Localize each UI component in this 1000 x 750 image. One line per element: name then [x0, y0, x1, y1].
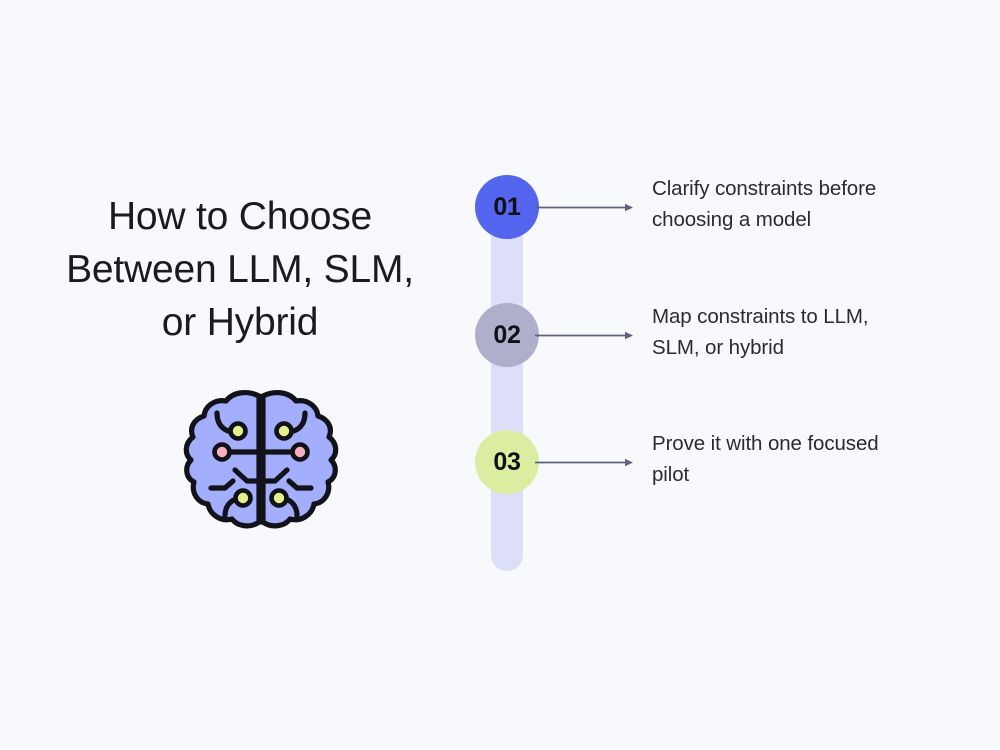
step-description: Prove it with one focused pilot — [652, 432, 879, 486]
step-connector-arrow — [535, 458, 635, 467]
step-number-badge: 01 — [475, 175, 539, 239]
step-number-badge: 02 — [475, 303, 539, 367]
timeline-step[interactable]: 03 Prove it with one focused pilot — [475, 430, 975, 494]
left-column: How to Choose Between LLM, SLM, or Hybri… — [40, 190, 440, 349]
node-green-top-left — [228, 421, 248, 441]
timeline-track — [491, 176, 523, 571]
timeline-step[interactable]: 02 Map constraints to LLM, SLM, or hybri… — [475, 303, 975, 367]
step-description: Map constraints to LLM, SLM, or hybrid — [652, 305, 869, 359]
step-description: Clarify constraints before choosing a mo… — [652, 177, 877, 231]
node-pink-right — [290, 442, 310, 462]
step-connector-arrow — [535, 203, 635, 212]
step-number-badge: 03 — [475, 430, 539, 494]
brain-circuit-icon — [181, 388, 341, 532]
page-title: How to Choose Between LLM, SLM, or Hybri… — [66, 195, 414, 344]
node-pink-left — [212, 442, 232, 462]
step-connector-arrow — [535, 331, 635, 340]
node-green-bottom-right — [269, 488, 289, 508]
steps-timeline: 01 Clarify constraints before choosing a… — [475, 160, 975, 590]
timeline-step[interactable]: 01 Clarify constraints before choosing a… — [475, 175, 975, 239]
node-green-bottom-left — [233, 488, 253, 508]
node-green-top-right — [274, 421, 294, 441]
